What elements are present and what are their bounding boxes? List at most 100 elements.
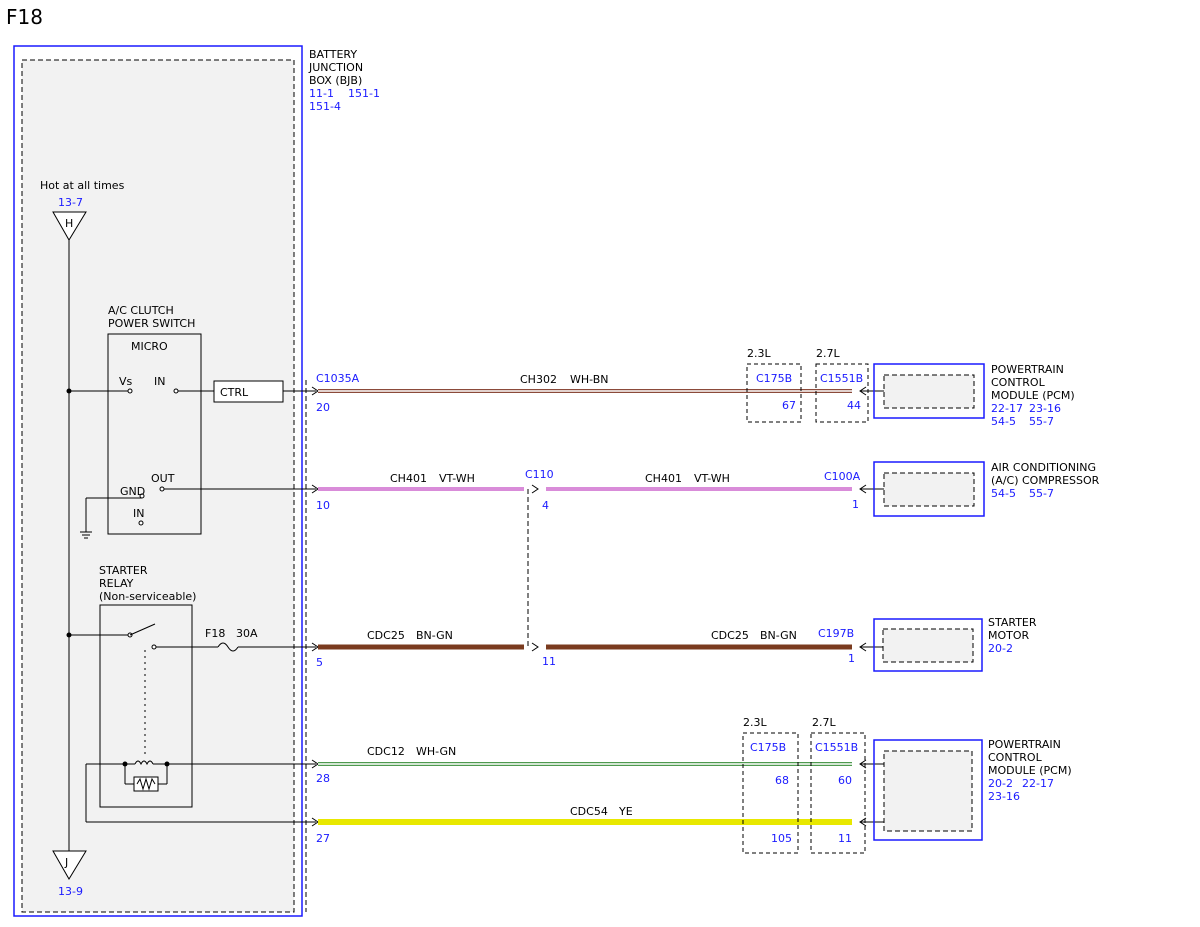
fuse-name: F18 (205, 627, 225, 640)
pcm-name-line1: POWERTRAIN (988, 738, 1061, 751)
ground-icon (80, 531, 92, 539)
connector-link[interactable]: C110 (525, 468, 554, 481)
relay-name-line2: RELAY (99, 577, 134, 590)
terminal (173, 388, 179, 394)
wire-circuit: CH401 (390, 472, 427, 485)
pcm-outline (873, 739, 983, 841)
ac-switch-micro: MICRO (131, 340, 168, 353)
ac-compressor-inner (883, 472, 975, 507)
engine-label: 2.7L (816, 347, 840, 360)
connector-link[interactable]: C100A (824, 470, 861, 483)
starter-motor-outline (873, 618, 983, 672)
relay-coil-icon (122, 760, 170, 792)
bjb-name-line1: BATTERY (309, 48, 357, 61)
bjb-outline (13, 45, 303, 917)
pcm-ref-link[interactable]: 20-2 (988, 777, 1013, 790)
wire-circuit: CDC54 (570, 805, 608, 818)
ac-compressor-name-line1: AIR CONDITIONING (991, 461, 1096, 474)
pin-number: 10 (316, 499, 330, 512)
terminal (138, 520, 144, 526)
starter-name-line2: MOTOR (988, 629, 1030, 642)
pin-number: 1 (848, 652, 855, 665)
ground-ref-link[interactable]: 13-9 (58, 885, 83, 898)
wire-color: BN-GN (760, 629, 797, 642)
pin-number: 28 (316, 772, 330, 785)
connector-link[interactable]: C197B (818, 627, 854, 640)
pcm-name-line2: CONTROL (991, 376, 1046, 389)
ac-compressor-ref-link[interactable]: 55-7 (1029, 487, 1054, 500)
starter-name-line1: STARTER (988, 616, 1037, 629)
hot-ref-link[interactable]: 13-7 (58, 196, 83, 209)
connector-arrow (531, 642, 539, 652)
pcm-ref-link[interactable]: 54-5 (991, 415, 1016, 428)
wire-color: WH-BN (570, 373, 609, 386)
pin-number: 1 (852, 498, 859, 511)
pin-number: 27 (316, 832, 330, 845)
connector-link[interactable]: C175B (756, 372, 792, 385)
ac-switch-name-line1: A/C CLUTCH (108, 304, 174, 317)
wire-color: VT-WH (439, 472, 475, 485)
pin-number: 5 (316, 656, 323, 669)
bjb-connector-link[interactable]: C1035A (316, 372, 360, 385)
pcm-ref-link[interactable]: 23-16 (1029, 402, 1061, 415)
connector-link[interactable]: C1551B (820, 372, 863, 385)
pcm-ref-link[interactable]: 23-16 (988, 790, 1020, 803)
pcm-name-line2: CONTROL (988, 751, 1043, 764)
engine-label: 2.3L (743, 716, 767, 729)
wire-circuit: CH401 (645, 472, 682, 485)
bjb-name-line3: BOX (BJB) (309, 74, 362, 87)
relay-name-line1: STARTER (99, 564, 148, 577)
pin-number: 68 (775, 774, 789, 787)
relay-name-line3: (Non-serviceable) (99, 590, 196, 603)
connector-link[interactable]: C1551B (815, 741, 858, 754)
pcm-ref-link[interactable]: 22-17 (1022, 777, 1054, 790)
pcm-name-line3: MODULE (PCM) (991, 389, 1075, 402)
ac-compressor-outline (873, 461, 985, 517)
pcm-outline (873, 363, 985, 419)
wire-color: YE (618, 805, 633, 818)
terminal (151, 644, 157, 650)
ac-switch-in2: IN (133, 507, 144, 520)
pin-number: 105 (771, 832, 792, 845)
ac-switch-out: OUT (151, 472, 175, 485)
power-source-letter: H (65, 217, 73, 230)
inline-connector (810, 732, 866, 854)
page-title: F18 (6, 5, 43, 29)
bjb-ref-link[interactable]: 151-1 (348, 87, 380, 100)
ac-switch-name-line2: POWER SWITCH (108, 317, 195, 330)
connector-arrow (531, 484, 539, 494)
bjb-ref-link[interactable]: 151-4 (309, 100, 341, 113)
fuse-icon (217, 642, 239, 652)
pin-number: 4 (542, 499, 549, 512)
terminal (127, 388, 133, 394)
ac-switch-box (107, 333, 202, 535)
ac-compressor-ref-link[interactable]: 54-5 (991, 487, 1016, 500)
connector-link[interactable]: C175B (750, 741, 786, 754)
inline-connector (742, 732, 799, 854)
pin-number: 11 (838, 832, 852, 845)
ctrl-label: CTRL (220, 386, 249, 399)
pcm-inner (883, 750, 973, 832)
bjb-name-line2: JUNCTION (308, 61, 363, 74)
pin-number: 67 (782, 399, 796, 412)
wire-color: VT-WH (694, 472, 730, 485)
engine-label: 2.7L (812, 716, 836, 729)
pin-number: 11 (542, 655, 556, 668)
ac-switch-vs: Vs (119, 375, 133, 388)
inline-connector (815, 363, 869, 423)
wire-circuit: CDC12 (367, 745, 405, 758)
pin-number: 44 (847, 399, 861, 412)
wire-circuit: CH302 (520, 373, 557, 386)
starter-ref-link[interactable]: 20-2 (988, 642, 1013, 655)
bjb-inner (21, 59, 295, 913)
terminal (159, 486, 165, 492)
pcm-ref-link[interactable]: 22-17 (991, 402, 1023, 415)
fuse-rating: 30A (236, 627, 258, 640)
pin-number: 20 (316, 401, 330, 414)
engine-label: 2.3L (747, 347, 771, 360)
reference-symbol (52, 850, 87, 880)
starter-motor-inner (882, 628, 974, 663)
pcm-ref-link[interactable]: 55-7 (1029, 415, 1054, 428)
bjb-ref-link[interactable]: 11-1 (309, 87, 334, 100)
